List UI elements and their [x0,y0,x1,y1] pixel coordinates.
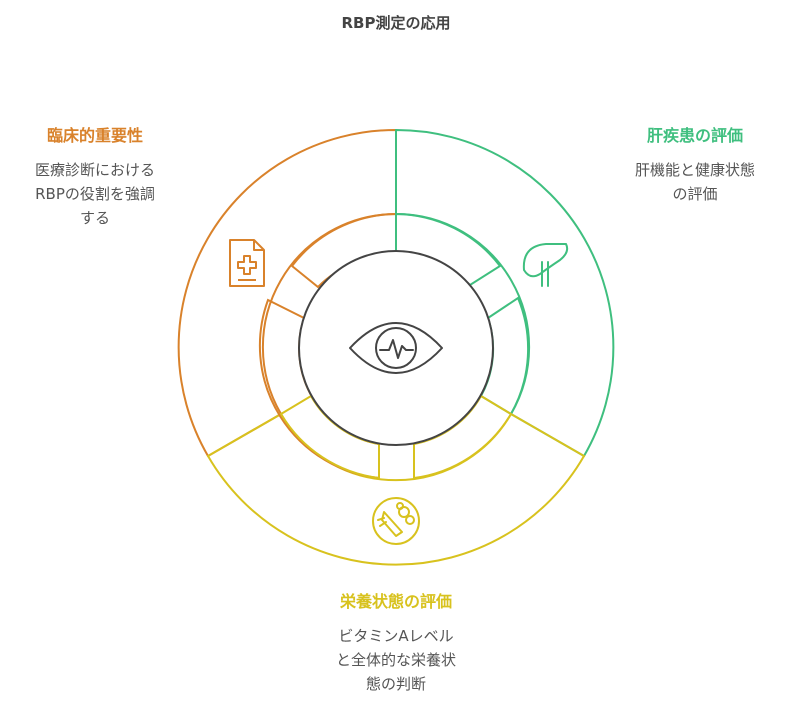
description-line: 肝機能と健康状態 [634,161,755,179]
description-line: ビタミンAレベル [338,627,454,645]
eye-with-heartbeat-icon [349,322,443,374]
vegetables-icon [372,497,420,545]
label-clinical: 臨床的重要性 医療診断における RBPの役割を強調 する [0,122,190,230]
description-line: 医療診断における [34,161,155,179]
description-line: と全体的な栄養状 [335,651,456,669]
label-nutrition: 栄養状態の評価 ビタミンAレベル と全体的な栄養状 態の判断 [266,588,526,696]
heading-nutrition: 栄養状態の評価 [339,592,452,611]
heading-clinical: 臨床的重要性 [46,126,143,145]
liver-icon [522,243,569,287]
description-line: 態の判断 [365,675,426,693]
description-line: する [79,209,110,227]
description-line: RBPの役割を強調 [35,185,155,203]
description-nutrition: ビタミンAレベル と全体的な栄養状 態の判断 [266,624,526,696]
label-liver: 肝疾患の評価 肝機能と健康状態 の評価 [598,122,792,206]
description-clinical: 医療診断における RBPの役割を強調 する [0,158,190,230]
description-line: の評価 [672,185,718,203]
description-liver: 肝機能と健康状態 の評価 [598,158,792,206]
page-title: RBP測定の応用 [341,14,451,32]
medical-document-icon [229,239,265,287]
heading-liver: 肝疾患の評価 [646,126,743,145]
